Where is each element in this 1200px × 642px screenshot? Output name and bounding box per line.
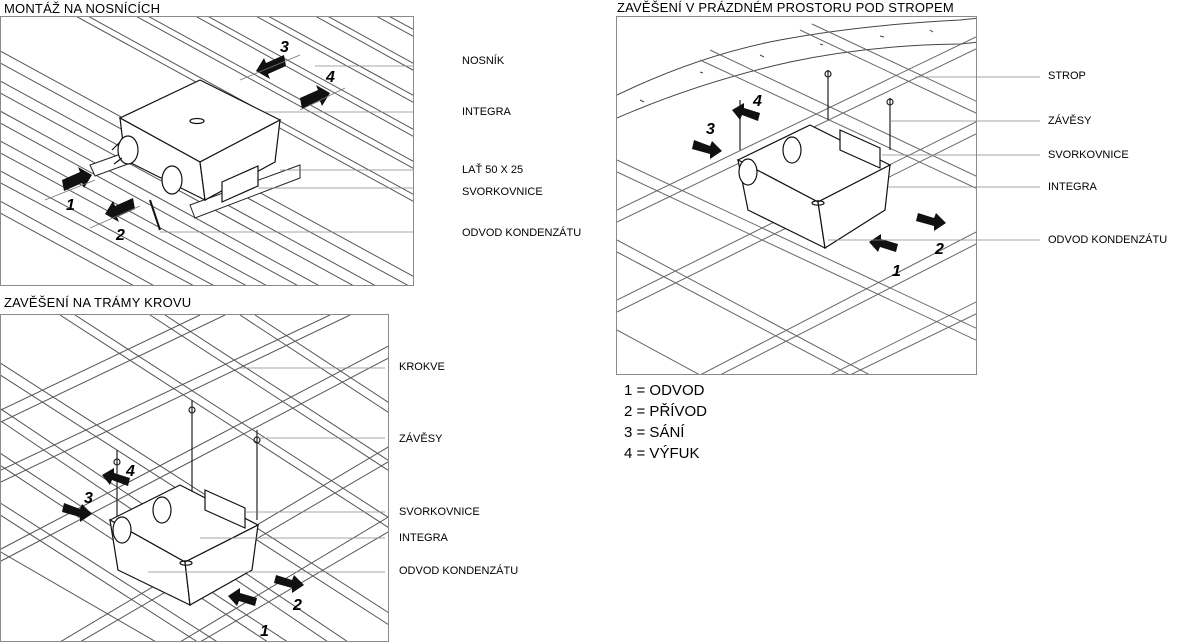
label-condensate-drain: ODVOD KONDENZÁTU [399, 565, 519, 577]
arrow-number-1: 1 [892, 263, 901, 280]
label-hangers: ZÁVĚSY [1048, 115, 1092, 127]
hanger-rods [113, 400, 261, 525]
arrow-number-2: 2 [115, 227, 125, 244]
ceiling-slab [617, 17, 976, 119]
rafter-suspension-drawing [1, 315, 388, 641]
arrow-number-2: 2 [292, 597, 302, 614]
label-batten-size: 50 X 25 [485, 164, 524, 176]
arrow-number-4: 4 [125, 463, 135, 480]
ceiling-suspension-drawing [617, 17, 976, 374]
arrow-numbers-ceiling: 1 2 3 4 [706, 93, 944, 280]
arrow-number-1: 1 [66, 197, 75, 214]
legend-item-4: 4 = VÝFUK [624, 445, 700, 462]
panel-title-beams: MONTÁŽ NA NOSNÍCÍCH [4, 1, 161, 16]
label-terminal-box: SVORKOVNICE [399, 506, 480, 518]
panel-frame-beams [0, 16, 414, 286]
arrow-number-4: 4 [325, 69, 335, 86]
label-condensate-drain: ODVOD KONDENZÁTU [1048, 234, 1168, 246]
callout-leaders-rafters [148, 367, 385, 573]
legend-item-1: 1 = ODVOD [624, 382, 705, 399]
label-batten-name: LAŤ [462, 164, 483, 176]
panel-title-ceiling: ZAVĚŠENÍ V PRÁZDNÉM PROSTORU POD STROPEM [617, 0, 954, 15]
legend-item-3: 3 = SÁNÍ [624, 424, 685, 441]
label-condensate-drain: ODVOD KONDENZÁTU [462, 227, 582, 239]
arrow-number-1: 1 [260, 623, 269, 640]
beam-mount-drawing [1, 17, 413, 285]
integra-unit-box [111, 79, 282, 231]
panel-frame-ceiling [616, 16, 977, 375]
label-integra: INTEGRA [1048, 181, 1097, 193]
arrow-number-3: 3 [280, 39, 289, 56]
label-ceiling: STROP [1048, 70, 1086, 82]
airflow-arrows-rafters [62, 468, 304, 606]
integra-unit-ceiling [736, 124, 892, 250]
arrow-number-4: 4 [752, 93, 762, 110]
label-integra: INTEGRA [462, 106, 511, 118]
airflow-arrows-ceiling [692, 103, 946, 252]
label-batten: LAŤ 50 X 25 [462, 164, 523, 176]
label-terminal-box: SVORKOVNICE [1048, 149, 1129, 161]
callout-leaders-ceiling [828, 76, 976, 241]
label-terminal-box: SVORKOVNICE [462, 186, 543, 198]
callout-leaders [160, 65, 413, 233]
airflow-legend: 1 = ODVOD 2 = PŘÍVOD 3 = SÁNÍ 4 = VÝFUK [624, 380, 707, 464]
arrow-number-3: 3 [706, 121, 715, 138]
arrow-number-3: 3 [84, 490, 93, 507]
integra-unit-suspended [108, 484, 260, 607]
external-leaders [977, 76, 1040, 241]
panel-title-rafters: ZAVĚŠENÍ NA TRÁMY KROVU [4, 295, 192, 310]
arrow-guide-lines [44, 54, 346, 229]
label-beam: NOSNÍK [462, 55, 505, 67]
arrow-number-2: 2 [934, 241, 944, 258]
label-rafters: KROKVE [399, 361, 445, 373]
arrow-numbers-rafters: 1 2 3 4 [84, 463, 302, 640]
label-integra: INTEGRA [399, 532, 448, 544]
legend-item-2: 2 = PŘÍVOD [624, 403, 707, 420]
label-hangers: ZÁVĚSY [399, 433, 443, 445]
arrow-numbers-beams: 1 2 3 4 [66, 39, 335, 244]
